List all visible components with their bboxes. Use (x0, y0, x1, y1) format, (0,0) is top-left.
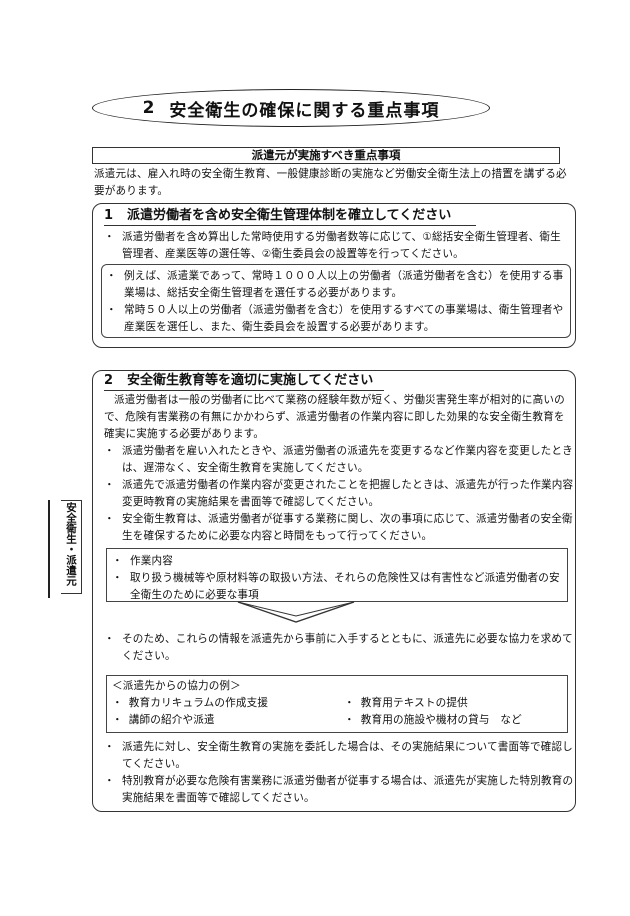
bullet: ・ (106, 304, 117, 316)
list-item: ・ そのため、これらの情報を派遣先から事前に入手するとともに、派遣先に必要な協力… (104, 631, 574, 665)
coop-item: ・教育用の施設や機材の貸与 など (344, 712, 522, 729)
final-list: ・ 派遣先に対し、安全衛生教育の実施を委託した場合は、その実施結果について書面等… (104, 739, 574, 807)
bullet: ・ (104, 741, 115, 753)
cooperation-label: ＜派遣先からの協力の例＞ (112, 680, 241, 692)
bullet: ・ (344, 714, 355, 726)
bullet: ・ (112, 572, 123, 584)
title-number: 2 (142, 98, 156, 118)
bullet: ・ (104, 633, 115, 645)
after-list: ・ そのため、これらの情報を派遣先から事前に入手するとともに、派遣先に必要な協力… (104, 631, 574, 665)
matters-box (106, 548, 568, 602)
section-title-oval: 2 安全衛生の確保に関する重点事項 (92, 89, 490, 127)
bullet: ・ (106, 270, 117, 282)
list-item: ・ 特別教育が必要な危険有害業務に派遣労働者が従事する場合は、派遣先が実施した特… (104, 773, 574, 807)
section-1-list: ・ 派遣労働者を含め算出した常時使用する労働者数等に応じて、①総括安全衛生管理者… (104, 229, 570, 263)
section-2-title-text: 安全衛生教育等を適切に実施してください (127, 373, 374, 388)
section-1-example-list: ・ 例えば、派遣業であって、常時１０００人以上の労働者（派遣労働者を含む）を使用… (106, 268, 564, 336)
down-arrow-icon (237, 601, 355, 623)
section-1-title-text: 派遣労働者を含め安全衛生管理体制を確立してください (127, 208, 452, 223)
section-2-box (92, 370, 576, 812)
section-1-title: 1 派遣労働者を含め安全衛生管理体制を確立してください (104, 207, 476, 226)
list-item: ・ 派遣労働者を含め算出した常時使用する労働者数等に応じて、①総括安全衛生管理者… (104, 229, 570, 263)
section-2-body-text: 派遣労働者は一般の労働者に比べて業務の経験年数が短く、労働災害発生率が相対的に高… (104, 394, 565, 440)
list-item: ・ 例えば、派遣業であって、常時１０００人以上の労働者（派遣労働者を含む）を使用… (106, 268, 564, 302)
list-item: ・ 安全衛生教育は、派遣労働者が従事する業務に関し、次の事項に応じて、派遣労働者… (104, 511, 574, 545)
list-item: ・ 派遣先で派遣労働者の作業内容が変更されたことを把握したときは、派遣先が行った… (104, 477, 574, 511)
side-tab-bar (48, 500, 50, 598)
list-item-text: 特別教育が必要な危険有害業務に派遣労働者が従事する場合は、派遣先が実施した特別教… (122, 775, 574, 804)
section-2-paragraph: 派遣労働者は一般の労働者に比べて業務の経験年数が短く、労働災害発生率が相対的に高… (104, 392, 574, 443)
bullet: ・ (344, 697, 355, 709)
bullet: ・ (104, 513, 115, 525)
page-title: 安全衛生の確保に関する重点事項 (169, 100, 440, 121)
bullet: ・ (104, 775, 115, 787)
bullet: ・ (112, 555, 123, 567)
coop-item-text: 教育用テキストの提供 (360, 697, 468, 709)
coop-item: ・教育用テキストの提供 (344, 695, 468, 712)
list-item-text: 作業内容 (130, 555, 173, 567)
list-item: ・ 取り扱う機械等や原材料等の取扱い方法、それらの危険性又は有害性など派遣労働者… (112, 570, 562, 604)
coop-item-text: 教育用の施設や機材の貸与 など (360, 714, 522, 726)
side-tab (61, 500, 82, 594)
section-1-example-box (101, 264, 571, 338)
list-item: ・ 作業内容 (112, 553, 562, 570)
bullet: ・ (104, 479, 115, 491)
cooperation-box (106, 675, 568, 733)
list-item-text: 例えば、派遣業であって、常時１０００人以上の労働者（派遣労働者を含む）を使用する… (124, 270, 564, 299)
section-2-number: 2 (104, 373, 114, 388)
list-item: ・ 派遣先に対し、安全衛生教育の実施を委託した場合は、その実施結果について書面等… (104, 739, 574, 773)
coop-item: ・講師の紹介や派遣 (112, 712, 215, 729)
list-item-text: 派遣先に対し、安全衛生教育の実施を委託した場合は、その実施結果について書面等で確… (122, 741, 573, 770)
list-item: ・ 常時５０人以上の労働者（派遣労働者を含む）を使用するすべての事業場は、衛生管… (106, 302, 564, 336)
list-item-text: そのため、これらの情報を派遣先から事前に入手するとともに、派遣先に必要な協力を求… (122, 633, 573, 662)
section-2-list: ・ 派遣労働者を雇い入れたときや、派遣労働者の派遣先を変更するなど作業内容を変更… (104, 443, 574, 545)
list-item-text: 派遣労働者を雇い入れたときや、派遣労働者の派遣先を変更するなど作業内容を変更した… (122, 445, 573, 474)
list-item: ・ 派遣労働者を雇い入れたときや、派遣労働者の派遣先を変更するなど作業内容を変更… (104, 443, 574, 477)
section-1-number: 1 (104, 208, 114, 223)
bullet: ・ (112, 697, 123, 709)
side-tab-label: 安全衛生・派遣元 (65, 502, 77, 586)
bullet: ・ (104, 231, 115, 243)
list-item-text: 安全衛生教育は、派遣労働者が従事する業務に関し、次の事項に応じて、派遣労働者の安… (122, 513, 573, 542)
list-item-text: 常時５０人以上の労働者（派遣労働者を含む）を使用するすべての事業場は、衛生管理者… (124, 304, 564, 333)
section-1-box (92, 203, 576, 348)
section-2-title: 2 安全衛生教育等を適切に実施してください (104, 372, 384, 391)
list-item-text: 派遣先で派遣労働者の作業内容が変更されたことを把握したときは、派遣先が行った作業… (122, 479, 574, 508)
bullet: ・ (112, 714, 123, 726)
list-item-text: 派遣労働者を含め算出した常時使用する労働者数等に応じて、①総括安全衛生管理者、衛… (122, 231, 561, 260)
intro-paragraph: 派遣元は、雇入れ時の安全衛生教育、一般健康診断の実施など労働安全衛生法上の措置を… (94, 168, 567, 197)
coop-item-text: 教育カリキュラムの作成支援 (128, 697, 269, 709)
coop-item-text: 講師の紹介や派遣 (128, 714, 215, 726)
coop-item: ・教育カリキュラムの作成支援 (112, 695, 268, 712)
bullet: ・ (104, 445, 115, 457)
matters-list: ・ 作業内容 ・ 取り扱う機械等や原材料等の取扱い方法、それらの危険性又は有害性… (112, 553, 562, 604)
list-item-text: 取り扱う機械等や原材料等の取扱い方法、それらの危険性又は有害性など派遣労働者の安… (130, 572, 560, 601)
dispatcher-heading: 派遣元が実施すべき重点事項 (92, 147, 560, 164)
